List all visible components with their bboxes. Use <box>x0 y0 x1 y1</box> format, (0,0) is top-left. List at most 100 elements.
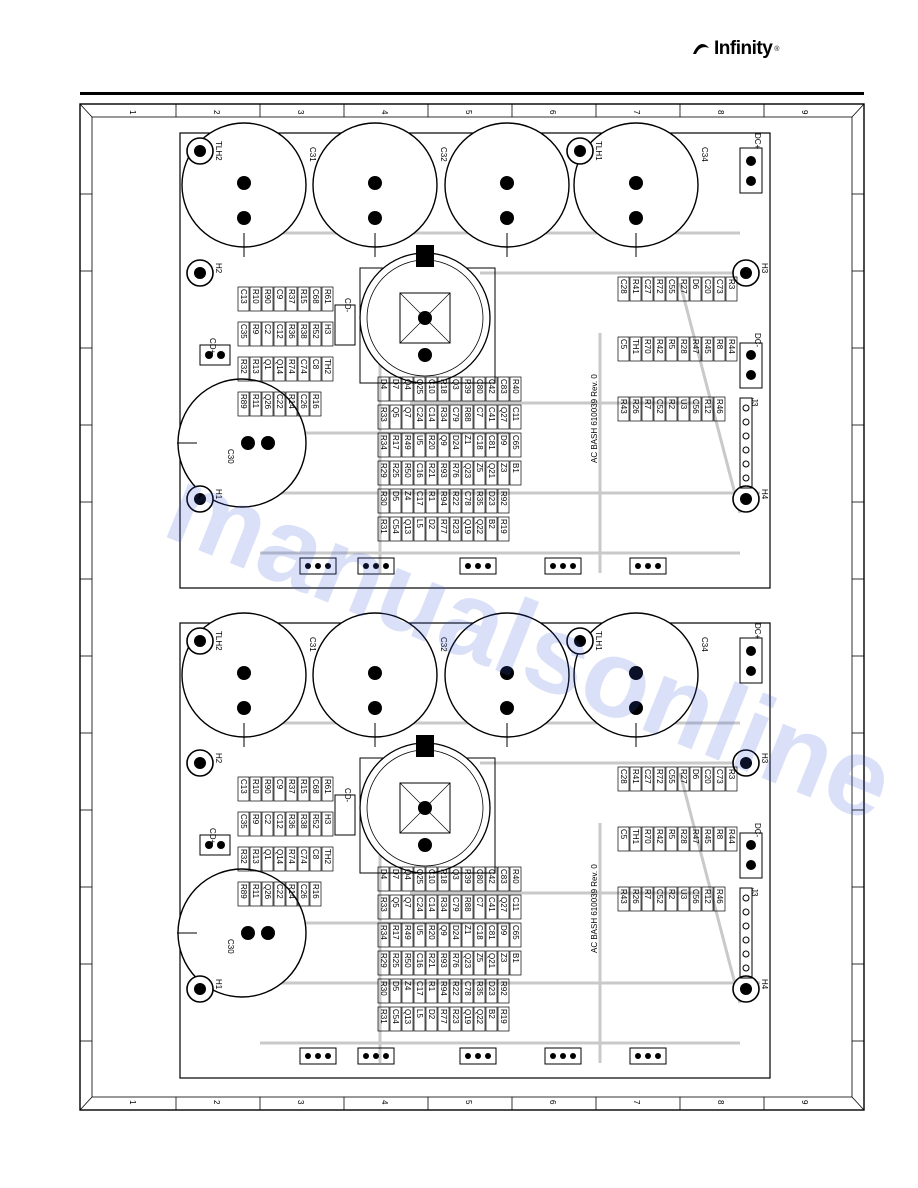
connector-pin <box>742 474 750 482</box>
component-label: R23 <box>451 1009 460 1024</box>
component-label: R35 <box>475 491 484 506</box>
component-label: C54 <box>391 1009 400 1024</box>
component-footprint <box>725 276 738 302</box>
component-footprint <box>425 516 438 542</box>
component-label: Q19 <box>463 1009 472 1025</box>
column-label-bottom: 5 <box>464 1100 473 1105</box>
component-label: C14 <box>427 407 436 422</box>
component-label: R21 <box>427 463 436 478</box>
component-footprint <box>285 321 298 347</box>
component-label: Q14 <box>275 359 284 375</box>
column-label-bottom: 4 <box>380 1100 389 1105</box>
component-footprint <box>309 321 322 347</box>
component-label: R16 <box>311 394 320 409</box>
component-label: R42 <box>655 829 664 844</box>
component-label: R23 <box>451 519 460 534</box>
component-footprint <box>653 886 666 912</box>
component-label: C8 <box>311 359 320 370</box>
component-label: C22 <box>275 884 284 899</box>
capacitor-pad <box>500 701 514 715</box>
connector-pin <box>746 646 756 656</box>
component-footprint <box>689 276 702 302</box>
component-footprint <box>461 488 474 514</box>
component-footprint <box>461 866 474 892</box>
component-label: C52 <box>655 399 664 414</box>
component-label: Q4 <box>403 869 412 880</box>
to220-pin <box>485 563 491 569</box>
to220-pin <box>305 563 311 569</box>
component-footprint <box>389 404 402 430</box>
component-label: Q26 <box>263 394 272 410</box>
capacitor-pad <box>237 666 251 680</box>
component-label: B2 <box>487 1009 496 1019</box>
component-label: C35 <box>239 324 248 339</box>
component-footprint <box>237 391 250 417</box>
component-footprint <box>389 978 402 1004</box>
component-footprint <box>389 922 402 948</box>
connector-pin <box>742 922 750 930</box>
connector-pin <box>746 840 756 850</box>
component-footprint <box>509 404 522 430</box>
component-footprint <box>425 978 438 1004</box>
component-label: Q7 <box>403 407 412 418</box>
component-footprint <box>713 826 726 852</box>
component-footprint <box>617 886 630 912</box>
component-footprint <box>461 376 474 402</box>
mounting-hole-drill <box>194 267 206 279</box>
to220-footprint <box>357 1047 395 1065</box>
component-footprint <box>497 894 510 920</box>
hole-label: H4 <box>760 979 769 990</box>
component-footprint <box>713 336 726 362</box>
component-label: R32 <box>239 359 248 374</box>
component-footprint <box>689 826 702 852</box>
capacitor-label: C31 <box>308 147 317 162</box>
component-label: R70 <box>643 339 652 354</box>
component-label: C80 <box>475 379 484 394</box>
component-label: C56 <box>691 399 700 414</box>
component-footprint <box>461 978 474 1004</box>
hole-label: H1 <box>214 489 223 500</box>
frame-ticks <box>80 104 864 1110</box>
component-label: R27 <box>679 279 688 294</box>
component-footprint <box>641 276 654 302</box>
component-footprint <box>629 276 642 302</box>
board-id-label: AC BASH 610039 Rev. 0 <box>590 374 599 463</box>
capacitor-label: C34 <box>700 637 709 652</box>
to220-pin <box>325 1053 331 1059</box>
component-label: C12 <box>275 814 284 829</box>
component-label: R21 <box>427 953 436 968</box>
component-label: D4 <box>379 379 388 390</box>
component-label: R36 <box>287 814 296 829</box>
component-label: R3 <box>727 279 736 290</box>
component-label: R74 <box>287 849 296 864</box>
square-pad <box>416 735 434 757</box>
component-footprint <box>321 356 334 382</box>
component-label: TH2 <box>323 849 332 865</box>
component-label: R76 <box>451 953 460 968</box>
connector-label: CD- <box>343 298 352 313</box>
component-footprint <box>413 432 426 458</box>
component-label: C27 <box>643 279 652 294</box>
component-label: R40 <box>511 869 520 884</box>
connector-pin <box>742 950 750 958</box>
component-footprint <box>249 776 262 802</box>
component-label: R72 <box>655 279 664 294</box>
component-label: Q3 <box>451 869 460 880</box>
component-footprint <box>401 516 414 542</box>
component-label: C79 <box>451 407 460 422</box>
component-label: Q14 <box>275 849 284 865</box>
component-footprint <box>321 321 334 347</box>
component-label: D24 <box>451 925 460 940</box>
capacitor-label: C30 <box>226 449 235 464</box>
component-label: R13 <box>251 359 260 374</box>
to220-pin <box>655 1053 661 1059</box>
component-footprint <box>713 276 726 302</box>
component-label: D7 <box>391 869 400 880</box>
component-label: Q9 <box>439 435 448 446</box>
component-footprint <box>285 286 298 312</box>
component-footprint <box>485 866 498 892</box>
component-label: C11 <box>511 897 520 912</box>
component-footprint <box>497 432 510 458</box>
component-label: U5 <box>415 925 424 936</box>
